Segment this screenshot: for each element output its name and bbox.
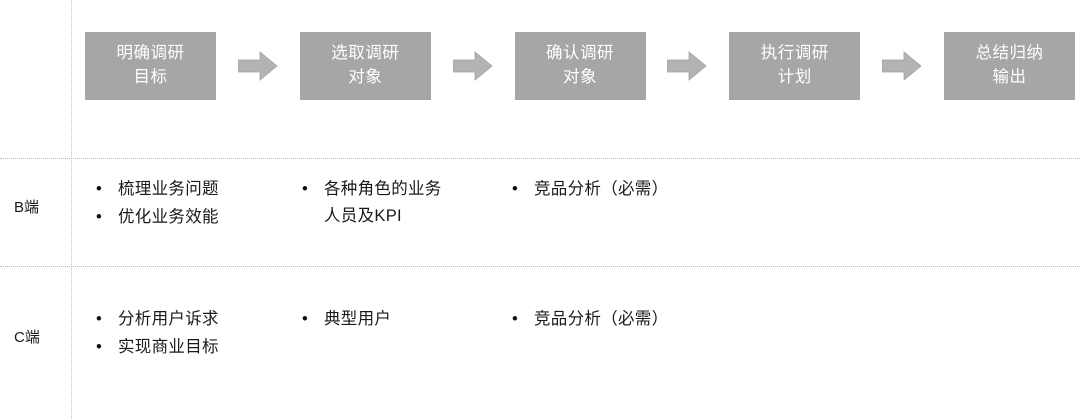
bullet-icon: •: [96, 310, 103, 328]
list-item-text: 实现商业目标: [118, 337, 219, 356]
list-item: • 各种角色的业务 人员及KPI: [302, 176, 502, 229]
flow-step-1-line1: 明确调研: [116, 44, 185, 63]
bullet-icon: •: [96, 180, 103, 198]
row-label-b: B端: [14, 199, 40, 216]
row-b-column-1: • 梳理业务问题 • 优化业务效能: [96, 176, 296, 231]
list-item: • 典型用户: [302, 306, 502, 333]
flow-arrow-right-icon-4: [882, 51, 922, 81]
bullet-icon: •: [96, 337, 103, 356]
flow-step-5-line1: 总结归纳: [975, 44, 1044, 63]
process-flow: 明确调研 目标 选取调研 对象 确认调研 对象: [85, 26, 1075, 106]
list-item-text: 竞品分析（必需）: [534, 310, 669, 328]
list-item: • 竞品分析（必需）: [512, 176, 772, 203]
flow-step-1[interactable]: 明确调研 目标: [85, 32, 216, 100]
flow-step-4[interactable]: 执行调研 计划: [729, 32, 861, 100]
bullet-icon: •: [96, 207, 103, 226]
row-b-column-2: • 各种角色的业务 人员及KPI: [302, 176, 502, 230]
list-item-text: 优化业务效能: [118, 207, 219, 226]
horizontal-divider-bottom: [0, 266, 1080, 267]
bullet-icon: •: [302, 310, 309, 328]
flow-step-3-line1: 确认调研: [546, 44, 614, 63]
row-c-column-3: • 竞品分析（必需）: [512, 306, 772, 334]
flow-step-5[interactable]: 总结归纳 输出: [944, 32, 1075, 100]
table-row-b: B端 • 梳理业务问题 • 优化业务效能 • 各种角色的业务 人员及KPI • …: [0, 170, 1080, 260]
list-item: • 梳理业务问题: [96, 176, 296, 203]
row-c-column-2: • 典型用户: [302, 306, 502, 334]
flow-step-4-line2: 计划: [777, 68, 812, 86]
vertical-divider: [71, 0, 72, 419]
flow-step-4-line1: 执行调研: [760, 44, 829, 63]
bullet-icon: •: [512, 180, 519, 198]
list-item-text: 典型用户: [324, 310, 392, 328]
list-item: • 实现商业目标: [96, 334, 296, 361]
list-item-text: 分析用户诉求: [118, 310, 219, 328]
flow-step-1-line2: 目标: [133, 68, 168, 86]
flow-step-2-line1: 选取调研: [331, 44, 400, 63]
flow-step-3[interactable]: 确认调研 对象: [514, 32, 646, 100]
flow-step-5-line2: 输出: [992, 68, 1027, 86]
bullet-icon: •: [512, 310, 519, 328]
row-label-c: C端: [14, 329, 40, 346]
list-item-text: 竞品分析（必需）: [534, 180, 669, 198]
list-item: • 优化业务效能: [96, 204, 296, 231]
flow-step-3-line2: 对象: [563, 68, 597, 86]
row-c-column-1: • 分析用户诉求 • 实现商业目标: [96, 306, 296, 361]
flow-step-2[interactable]: 选取调研 对象: [299, 32, 431, 100]
flow-arrow-right-icon-3: [667, 51, 708, 81]
list-item-text: 梳理业务问题: [118, 180, 219, 198]
list-item: • 竞品分析（必需）: [512, 306, 772, 333]
list-item: • 分析用户诉求: [96, 306, 296, 333]
flow-step-2-line2: 对象: [348, 68, 383, 86]
flow-arrow-right-icon-2: [452, 51, 493, 81]
flow-arrow-right-icon-1: [237, 51, 278, 81]
row-b-column-3: • 竞品分析（必需）: [512, 176, 772, 204]
bullet-icon: •: [302, 180, 309, 198]
horizontal-divider-top: [0, 158, 1080, 159]
table-row-c: C端 • 分析用户诉求 • 实现商业目标 • 典型用户 • 竞品分析（必需）: [0, 300, 1080, 390]
list-item-text: 各种角色的业务 人员及KPI: [324, 180, 442, 225]
